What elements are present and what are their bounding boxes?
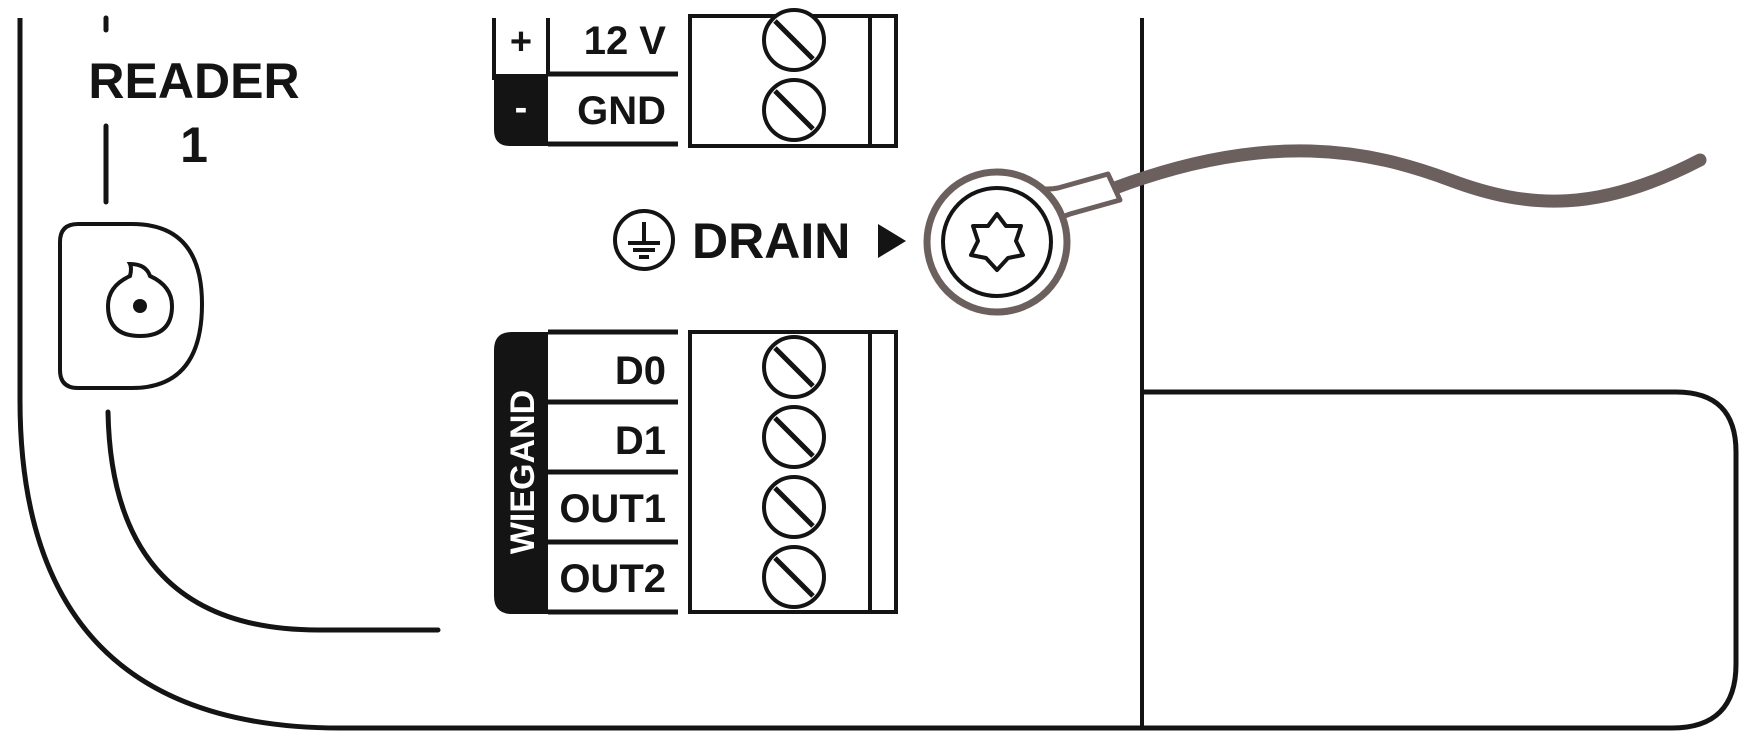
wiegand-group-bar <box>494 332 548 614</box>
wiegand-group-label: WIEGAND <box>504 390 542 554</box>
power-plus-label: + <box>510 21 532 63</box>
power-terminal-block: + - 12 V GND <box>492 8 898 148</box>
screw-gnd-icon <box>762 78 826 142</box>
wiegand-terminal-block: WIEGAND D0 D1 OUT1 OUT2 <box>494 329 898 615</box>
screw-d1-icon <box>762 405 826 469</box>
enclosure-outline <box>17 18 1739 731</box>
play-right-icon <box>878 224 906 258</box>
torx-screw-icon <box>969 212 1025 272</box>
screw-d0-icon <box>762 335 826 399</box>
reader-number: 1 <box>180 117 208 173</box>
terminal-label-d1: D1 <box>615 419 666 463</box>
screw-out2-icon <box>762 545 826 609</box>
terminal-label-d0: D0 <box>615 349 666 393</box>
screw-out1-icon <box>762 475 826 539</box>
mounting-keyhole-icon <box>58 222 205 390</box>
reader-guide-curve <box>105 409 441 633</box>
ground-icon <box>613 209 675 271</box>
power-polarity-bar <box>494 74 548 146</box>
power-minus-label: - <box>515 87 528 129</box>
drain-wire <box>923 144 1707 316</box>
terminal-label-12v: 12 V <box>584 19 667 63</box>
terminal-label-gnd: GND <box>577 89 666 133</box>
terminal-label-out1: OUT1 <box>559 487 666 531</box>
drain-label: DRAIN <box>692 213 850 269</box>
screw-12v-icon <box>762 8 826 72</box>
ring-terminal <box>923 168 1071 316</box>
terminal-label-out2: OUT2 <box>559 557 666 601</box>
reader-title: READER <box>88 53 299 109</box>
